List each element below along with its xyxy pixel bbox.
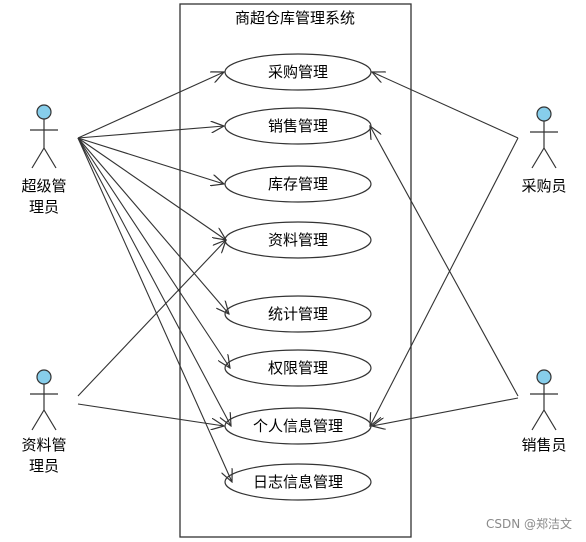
association-purchaser-personal (370, 137, 519, 426)
association-purchaser-purchase (372, 72, 519, 139)
actor-label: 超级管 (21, 177, 66, 195)
use-case-label: 统计管理 (268, 305, 328, 323)
association-super-admin-statistics (77, 137, 229, 314)
use-case-sales[interactable]: 销售管理 (224, 107, 372, 145)
use-case-label: 库存管理 (268, 175, 328, 193)
use-case-logs[interactable]: 日志信息管理 (224, 463, 372, 501)
use-case-label: 日志信息管理 (253, 473, 343, 491)
association-super-admin-logs (77, 137, 232, 482)
association-super-admin-purchase (77, 72, 224, 139)
use-case-purchase[interactable]: 采购管理 (224, 53, 372, 91)
stick-figure-icon (530, 369, 558, 431)
watermark: CSDN @郑洁文 (486, 516, 572, 531)
use-case-label: 资料管理 (268, 231, 328, 249)
stick-figure-icon (530, 106, 558, 169)
actor-label: 理员 (29, 198, 59, 216)
association-super-admin-personal (77, 137, 231, 426)
association-data-admin-personal (77, 403, 224, 426)
association-lines (77, 72, 519, 482)
actor-label: 采购员 (521, 177, 566, 195)
use-case-label: 个人信息管理 (253, 417, 343, 435)
association-super-admin-inventory (77, 137, 224, 184)
use-case-label: 权限管理 (268, 359, 328, 377)
association-super-admin-materials (77, 137, 226, 240)
actor-purchaser[interactable]: 采购员 (521, 106, 567, 195)
use-case-permissions[interactable]: 权限管理 (224, 349, 372, 387)
system-title: 商超仓库管理系统 (235, 9, 355, 27)
actor-label: 理员 (29, 457, 59, 475)
actor-label: 资料管 (21, 436, 66, 454)
actor-label: 销售员 (521, 436, 566, 454)
association-super-admin-permissions (77, 137, 230, 368)
association-salesperson-personal (372, 397, 519, 426)
use-case-materials[interactable]: 资料管理 (224, 221, 372, 259)
system-boundary (179, 3, 412, 538)
use-case-label: 销售管理 (268, 117, 328, 135)
use-case-inventory[interactable]: 库存管理 (224, 165, 372, 203)
use-case-personal[interactable]: 个人信息管理 (224, 407, 372, 445)
stick-figure-icon (30, 369, 58, 431)
stick-figure-icon (30, 104, 58, 169)
actor-salesperson[interactable]: 销售员 (521, 369, 567, 454)
use-case-label: 采购管理 (268, 63, 328, 81)
actor-super-admin[interactable]: 超级管 理员 (21, 104, 67, 216)
actor-data-admin[interactable]: 资料管 理员 (21, 369, 67, 475)
association-data-admin-materials (77, 240, 226, 397)
use-case-statistics[interactable]: 统计管理 (224, 295, 372, 333)
association-salesperson-sales (370, 126, 519, 397)
association-super-admin-sales (77, 126, 224, 139)
